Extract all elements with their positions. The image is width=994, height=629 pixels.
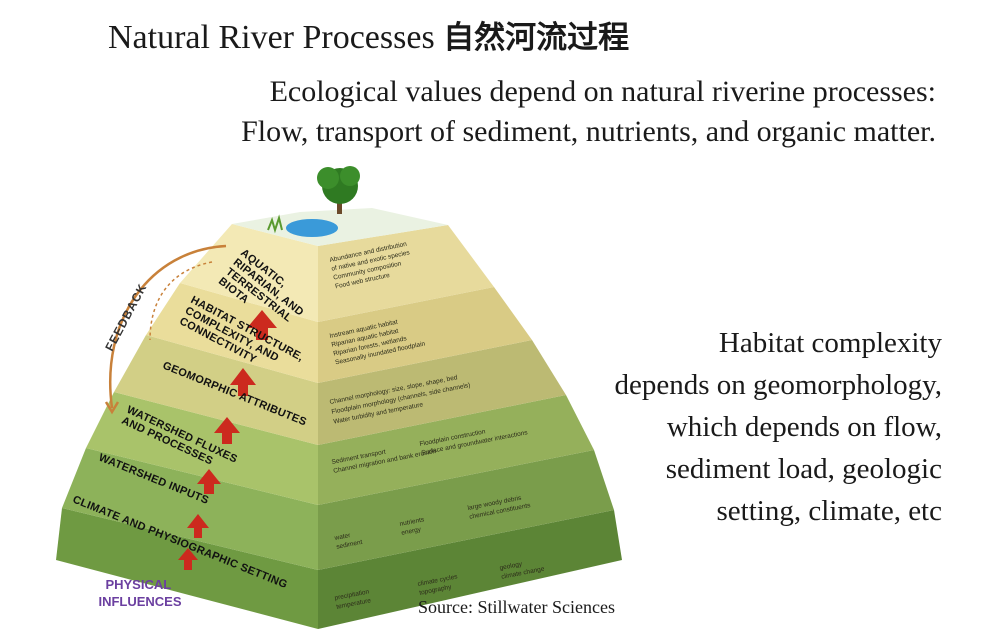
upward-arrows xyxy=(178,310,277,570)
tier-fluxes-front xyxy=(86,392,318,505)
pyramid-top xyxy=(232,208,448,246)
bullets-biota: Abundance and distribution of native and… xyxy=(329,240,416,290)
slide-title: Natural River Processes 自然河流过程 xyxy=(108,18,629,58)
bullets-inputs-2: nutrients energy xyxy=(399,516,428,537)
bullets-inputs: water sediment xyxy=(333,530,363,551)
water-icon xyxy=(286,219,338,237)
arrow-up-icon xyxy=(178,548,198,570)
subtitle-line-1: Ecological values depend on natural rive… xyxy=(269,75,936,108)
habitat-complexity-note: Habitat complexity depends on geomorphol… xyxy=(614,322,942,532)
arrow-up-icon xyxy=(247,310,277,340)
tier-biota-side xyxy=(318,225,494,322)
tier-geomorphic-front xyxy=(114,335,318,445)
tier-inputs-front xyxy=(62,448,318,570)
tier-climate-side xyxy=(318,510,622,629)
tier-habitat-front xyxy=(146,283,318,383)
tier-geomorphic-side xyxy=(318,340,566,445)
arrow-up-icon xyxy=(187,514,209,538)
habitat-line-4: sediment load, geologic xyxy=(665,453,942,485)
tier-fluxes-side xyxy=(318,395,594,505)
habitat-line-2: depends on geomorphology, xyxy=(614,369,942,401)
tier-habitat-side xyxy=(318,287,532,383)
slide-title-english: Natural River Processes xyxy=(108,19,435,56)
slide-subtitle: Ecological values depend on natural rive… xyxy=(241,72,936,152)
arrow-up-icon xyxy=(197,469,221,494)
habitat-line-5: setting, climate, etc xyxy=(716,495,942,527)
tier-biota-front xyxy=(180,224,318,322)
habitat-line-1: Habitat complexity xyxy=(718,327,942,359)
tier-inputs-side xyxy=(318,450,614,570)
grass-icon xyxy=(267,214,283,234)
habitat-line-3: which depends on flow, xyxy=(666,411,942,443)
pyramid-tiers xyxy=(56,208,622,629)
source-citation: Source: Stillwater Sciences xyxy=(418,597,615,617)
slide-title-chinese: 自然河流过程 xyxy=(443,20,630,56)
physical-influences-label: PHYSICAL INFLUENCES xyxy=(98,577,181,609)
arrow-up-icon xyxy=(214,417,240,444)
top-landscape xyxy=(267,166,360,237)
tree-trunk-icon xyxy=(337,196,342,214)
subtitle-line-2: Flow, transport of sediment, nutrients, … xyxy=(241,115,936,148)
arrow-up-icon xyxy=(230,368,256,396)
